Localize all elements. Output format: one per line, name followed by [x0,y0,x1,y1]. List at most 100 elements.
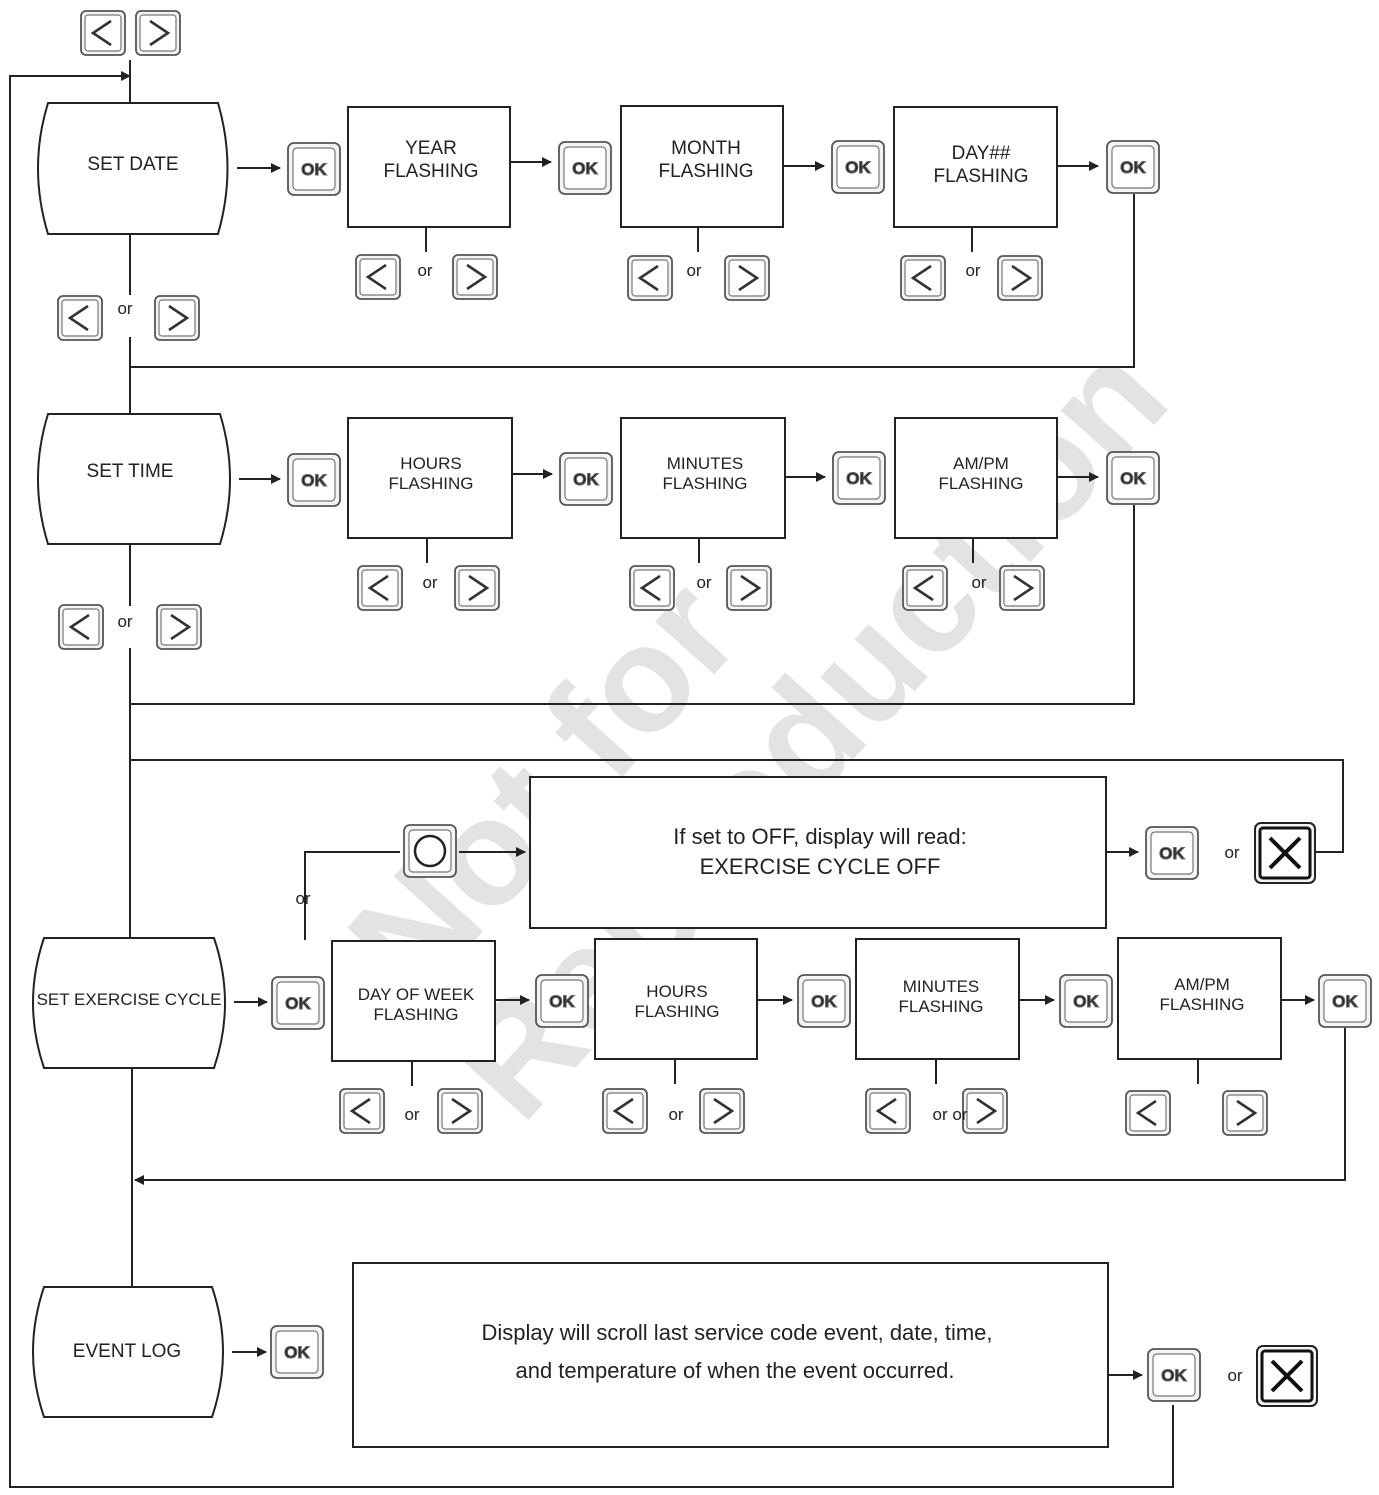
svg-text:OK: OK [549,992,575,1011]
left-arrow-button-set-time[interactable] [58,604,104,650]
right-arrow-button-minutes[interactable] [726,565,772,611]
cancel-x-button-event-log[interactable] [1256,1345,1318,1407]
right-arrow-button-ampm[interactable] [999,565,1045,611]
or-label: or [686,261,701,280]
or-label: or [668,1105,683,1124]
or-label: or [117,299,132,318]
state-set-date: SET DATE [37,102,229,235]
right-arrow-button-hours[interactable] [454,565,500,611]
right-arrow-button-exercise-ampm[interactable] [1222,1090,1268,1136]
or-label: or [117,612,132,631]
ok-button-exercise-hours[interactable]: OK [797,974,851,1028]
left-arrow-button-day[interactable] [900,255,946,301]
state-set-exercise-cycle-label: SET EXERCISE CYCLE [37,990,222,1009]
ok-button-ampm[interactable]: OK [1106,451,1160,505]
svg-text:OK: OK [301,160,327,179]
right-arrow-button-day[interactable] [997,255,1043,301]
right-arrow-button-month[interactable] [724,255,770,301]
right-arrow-button-day-of-week[interactable] [437,1088,483,1134]
box-ex-ampm-line-2: FLASHING [1159,995,1244,1014]
ok-button-minutes[interactable]: OK [832,451,886,505]
left-arrow-button-exercise-hours[interactable] [602,1088,648,1134]
state-set-exercise-cycle: SET EXERCISE CYCLE [32,937,226,1069]
or-label: or [965,261,980,280]
or-label: or [1224,843,1239,862]
svg-text:OK: OK [1161,1366,1187,1385]
left-arrow-button-minutes[interactable] [629,565,675,611]
box-month-line-2: FLASHING [658,161,753,182]
svg-text:OK: OK [1332,992,1358,1011]
state-set-time-label: SET TIME [87,461,174,482]
ok-button-set-date[interactable]: OK [287,142,341,196]
ok-button-month[interactable]: OK [831,140,885,194]
svg-text:OK: OK [1073,992,1099,1011]
top-right-arrow-button[interactable] [135,10,181,56]
ok-button-set-time[interactable]: OK [287,453,341,507]
svg-text:OK: OK [1120,469,1146,488]
box-day-of-week-flashing: DAY OF WEEK FLASHING [331,940,496,1062]
or-label: or [295,889,310,908]
box-exercise-hours-flashing: HOURS FLASHING [594,938,758,1060]
right-arrow-button-exercise-hours[interactable] [699,1088,745,1134]
box-year-flashing: YEAR FLASHING [347,106,511,228]
box-year-line-2: FLASHING [383,161,478,182]
circle-off-button[interactable] [403,824,457,878]
left-arrow-button-day-of-week[interactable] [339,1088,385,1134]
ok-button-set-exercise-cycle[interactable]: OK [271,976,325,1030]
box-day-line-1: DAY## [952,143,1011,164]
svg-text:OK: OK [846,469,872,488]
box-month-flashing: MONTH FLASHING [620,105,784,228]
box-minutes-flashing: MINUTES FLASHING [620,417,786,539]
left-arrow-button-ampm[interactable] [902,565,948,611]
ok-button-day-of-week[interactable]: OK [535,974,589,1028]
svg-text:OK: OK [1120,158,1146,177]
svg-text:OK: OK [573,470,599,489]
ok-button-year[interactable]: OK [558,141,612,195]
left-arrow-button-exercise-ampm[interactable] [1125,1090,1171,1136]
box-event-log-description: Display will scroll last service code ev… [352,1262,1109,1448]
or-label: or [417,261,432,280]
box-day-flashing: DAY## FLASHING [893,106,1058,228]
or-label: or [696,573,711,592]
ok-button-day[interactable]: OK [1106,140,1160,194]
box-ex-minutes-line-1: MINUTES [903,977,980,996]
box-minutes-line-2: FLASHING [662,474,747,493]
left-arrow-button-exercise-minutes[interactable] [865,1088,911,1134]
ok-button-exercise-minutes[interactable]: OK [1059,974,1113,1028]
svg-text:OK: OK [845,158,871,177]
right-arrow-button-exercise-minutes[interactable] [962,1088,1008,1134]
or-label: or [404,1105,419,1124]
ok-button-hours[interactable]: OK [559,452,613,506]
box-event-line-1: Display will scroll last service code ev… [481,1320,992,1345]
box-dow-line-1: DAY OF WEEK [358,985,475,1004]
left-arrow-button-hours[interactable] [357,565,403,611]
box-ex-hours-line-1: HOURS [646,982,707,1001]
ok-button-event-description[interactable]: OK [1147,1348,1201,1402]
ok-button-event-log[interactable]: OK [270,1325,324,1379]
box-exercise-off-line-1: If set to OFF, display will read: [673,824,966,849]
ok-button-exercise-ampm[interactable]: OK [1318,974,1372,1028]
or-labels: or or or or or or or or or or or or or o… [117,261,1242,1385]
box-exercise-off-line-2: EXERCISE CYCLE OFF [700,854,941,879]
state-event-log: EVENT LOG [32,1286,224,1418]
top-left-arrow-button[interactable] [80,10,126,56]
or-label: or [971,573,986,592]
right-arrow-button-set-date[interactable] [154,295,200,341]
ok-button-exercise-off[interactable]: OK [1145,826,1199,880]
svg-text:OK: OK [301,471,327,490]
box-month-line-1: MONTH [671,138,741,159]
cancel-x-button-exercise[interactable] [1254,822,1316,884]
or-label: or [1227,1366,1242,1385]
outer-loop-line [9,71,1174,1488]
left-arrow-button-year[interactable] [355,254,401,300]
left-arrow-button-month[interactable] [627,255,673,301]
box-ampm-line-1: AM/PM [953,454,1009,473]
box-ex-minutes-line-2: FLASHING [898,997,983,1016]
svg-text:OK: OK [1159,844,1185,863]
box-event-line-2: and temperature of when the event occurr… [515,1358,954,1383]
box-dow-line-2: FLASHING [373,1005,458,1024]
left-arrow-button-set-date[interactable] [57,295,103,341]
right-arrow-button-year[interactable] [452,254,498,300]
right-arrow-button-set-time[interactable] [156,604,202,650]
